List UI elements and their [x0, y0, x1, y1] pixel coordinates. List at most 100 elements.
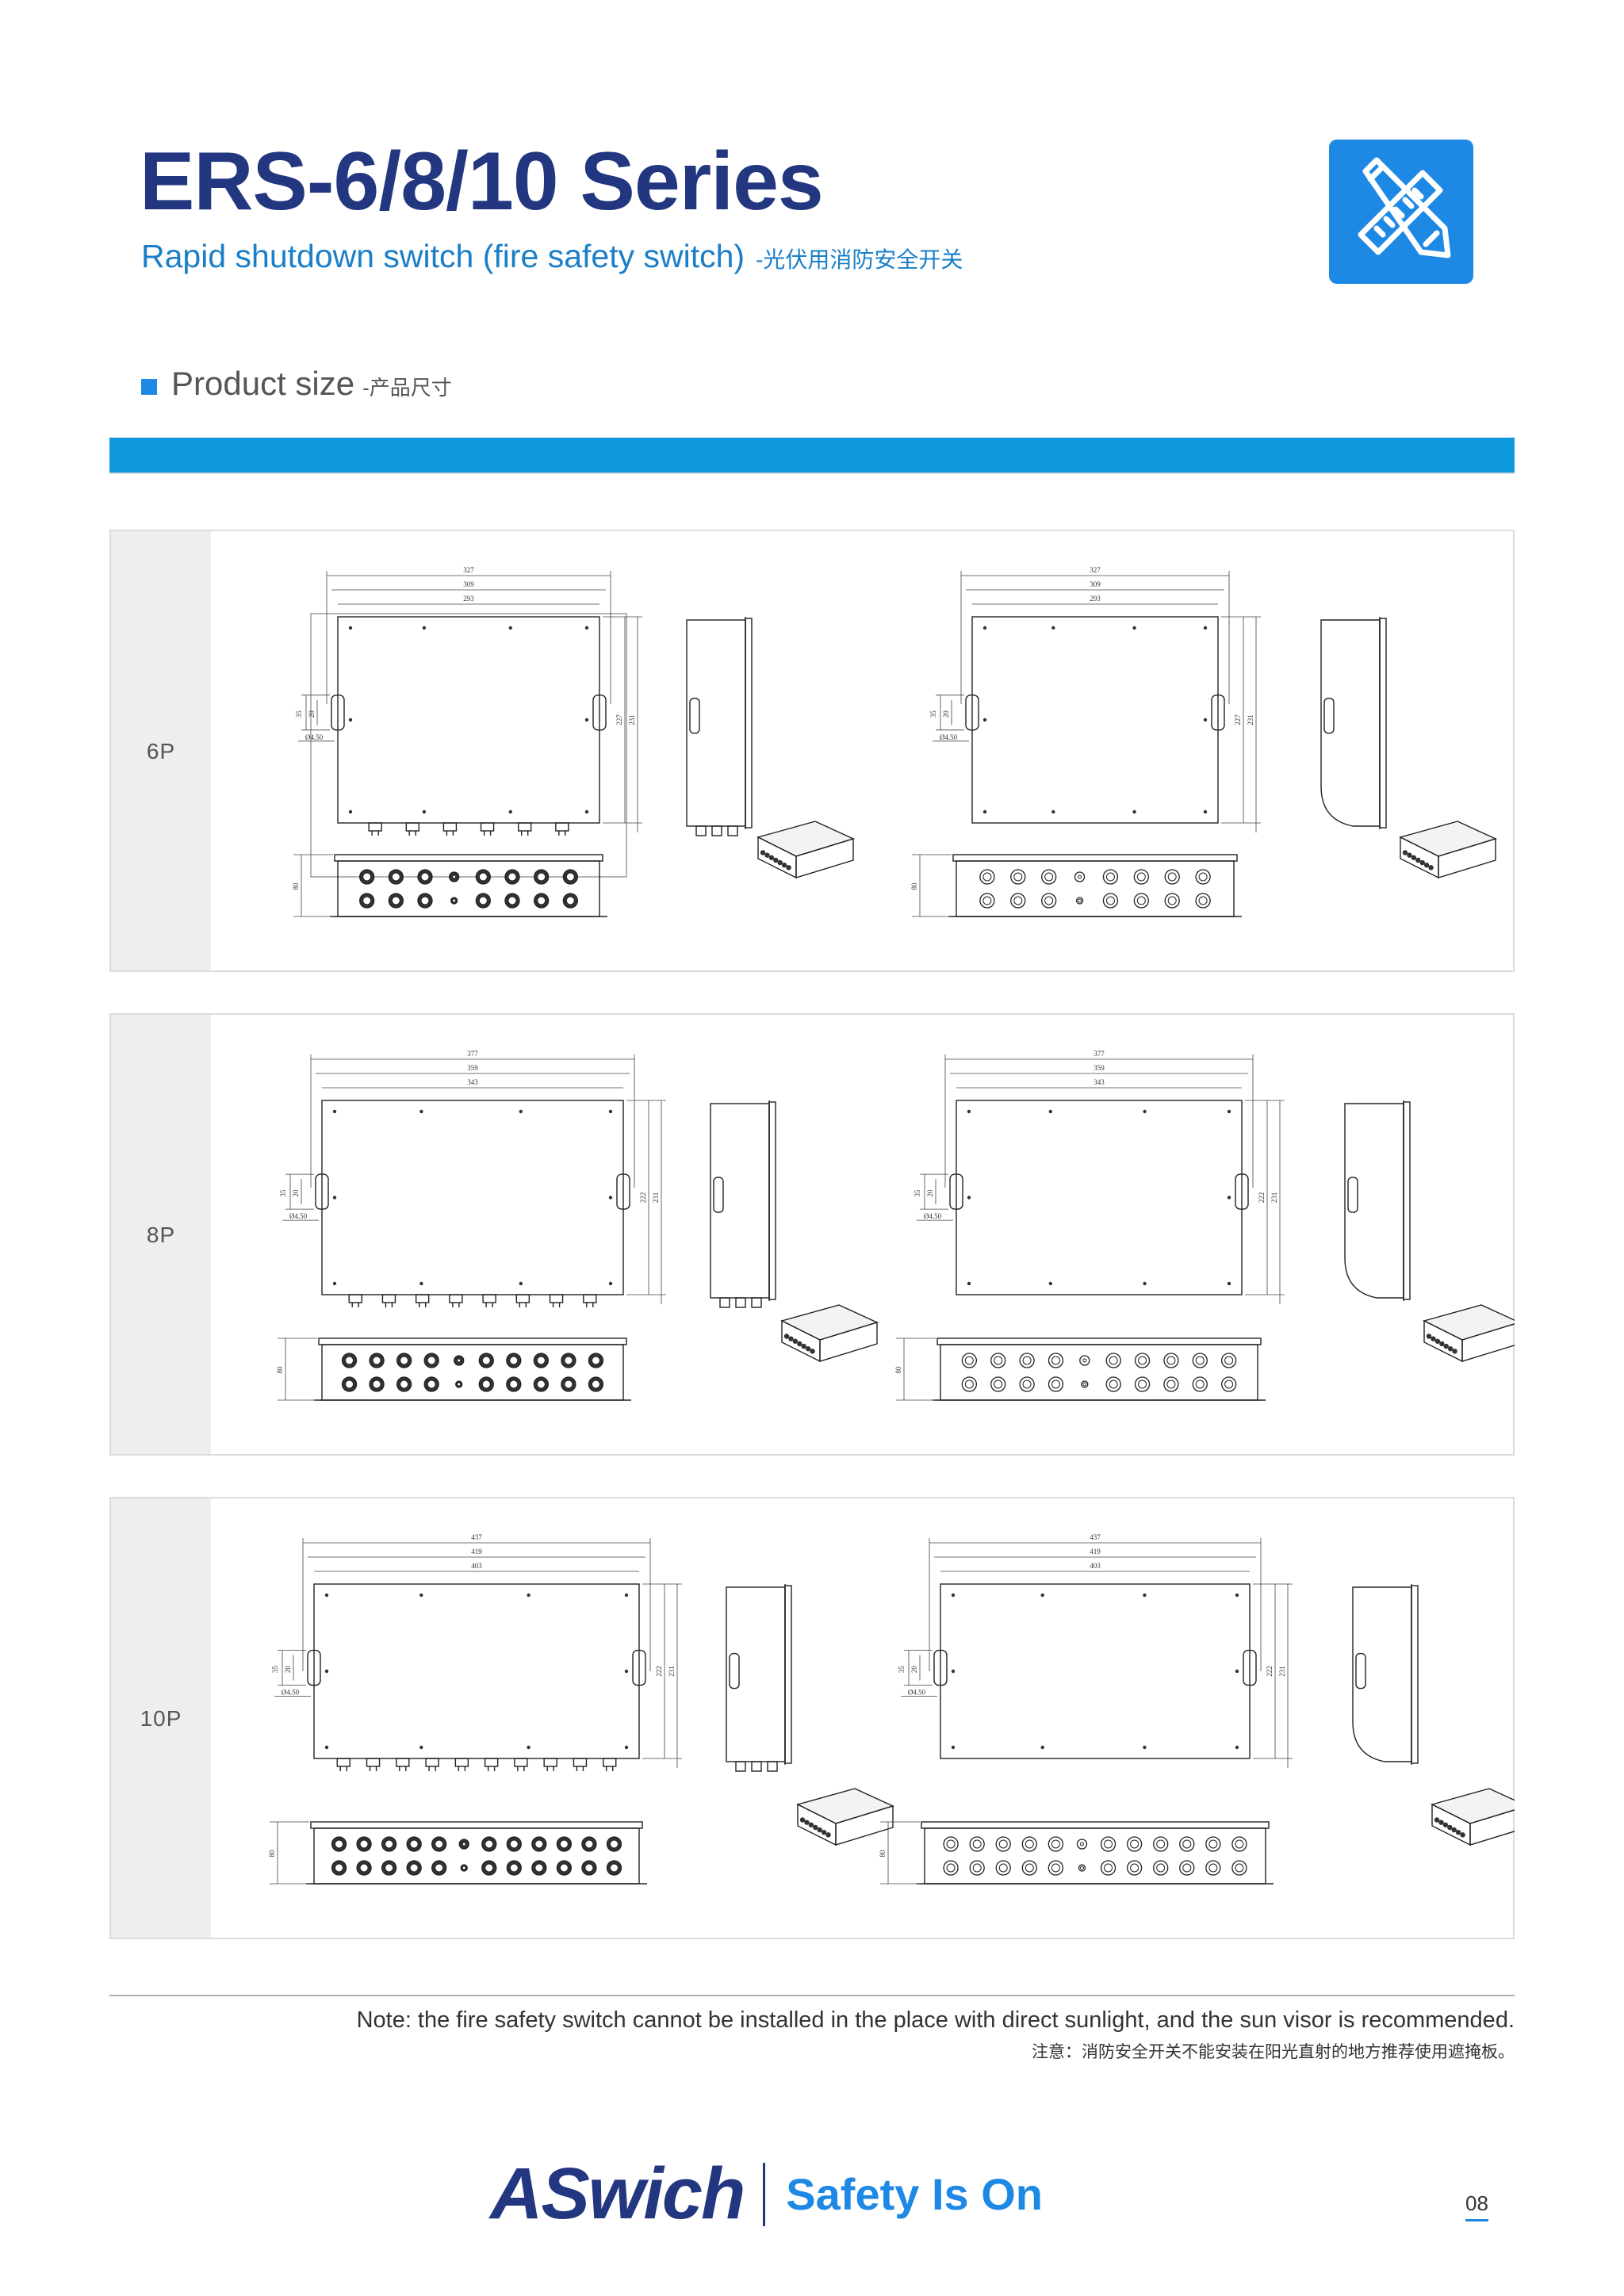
gland-inner	[559, 1863, 569, 1873]
cable-gland	[1019, 1353, 1035, 1368]
mc4-connector	[751, 1761, 762, 1772]
gland-inner	[1208, 1839, 1218, 1849]
gland-inner	[1022, 1356, 1032, 1365]
panel-label-column	[111, 531, 211, 970]
dimension-label: 35	[929, 710, 937, 718]
dimension-label: 231	[668, 1666, 676, 1677]
mc4-connector	[482, 1294, 496, 1303]
cable-gland	[1439, 1341, 1445, 1347]
lid	[745, 618, 753, 828]
gland-inner	[452, 898, 457, 903]
gland-inner	[1224, 1356, 1234, 1365]
mc4-connector	[695, 825, 707, 836]
gland-inner	[420, 896, 430, 905]
screw	[332, 1109, 337, 1114]
dimension-label: 35	[914, 1189, 921, 1197]
dimension-label: 222	[639, 1192, 647, 1203]
cable-gland	[1153, 1860, 1169, 1876]
enclosure-lid	[952, 854, 1238, 862]
mounting-tab	[1355, 1652, 1366, 1689]
mc4-connector	[381, 1294, 396, 1303]
screw	[422, 809, 427, 814]
section-title-en: Product size	[171, 365, 355, 402]
gland-inner	[391, 896, 400, 905]
dimension-label: 35	[271, 1666, 279, 1674]
gland-inner	[409, 1839, 419, 1849]
dimension-label: 222	[1258, 1192, 1266, 1203]
gland-inner	[1105, 896, 1115, 905]
screw	[951, 1745, 956, 1750]
gland-inner	[481, 1356, 491, 1365]
screw	[982, 626, 987, 630]
dimension-label: 35	[295, 710, 303, 718]
cable-gland	[1192, 1353, 1208, 1368]
mc4-connector	[549, 1294, 564, 1303]
cable-gland	[1423, 863, 1430, 868]
screw	[1203, 718, 1208, 722]
note-chinese: 注意：消防安全开关不能安装在阳光直射的地方推荐使用遮掩板。	[1032, 2043, 1515, 2061]
outline-frame	[310, 613, 627, 878]
cable-gland	[777, 859, 783, 866]
mounting-tab	[933, 1649, 948, 1686]
cable-gland	[773, 857, 779, 863]
gland-inner	[462, 1866, 466, 1870]
subtitle-en: Rapid shutdown switch (fire safety switc…	[141, 238, 745, 274]
gland-inner	[1130, 1839, 1139, 1849]
dimension-label: 80	[894, 1366, 902, 1374]
gland-inner	[591, 1356, 600, 1365]
cable-gland	[1048, 1376, 1064, 1392]
note-divider	[109, 1995, 1515, 1996]
enclosure-front	[321, 1100, 624, 1295]
brand-separator	[763, 2162, 766, 2226]
screw	[1051, 626, 1055, 630]
gland-inner	[537, 896, 546, 905]
gland-inner	[1182, 1839, 1192, 1849]
mounting-tab	[632, 1649, 646, 1686]
gland-inner	[994, 1356, 1003, 1365]
screw	[332, 1196, 337, 1200]
cable-gland	[1415, 857, 1421, 863]
cable-gland	[979, 893, 995, 909]
mounting-tab	[729, 1652, 740, 1689]
gland-inner	[427, 1380, 436, 1389]
mc4-connector	[751, 1297, 762, 1308]
enclosure-side	[1344, 1103, 1404, 1299]
cable-gland	[1231, 1836, 1247, 1852]
panel-label-column	[111, 1498, 211, 1938]
dimension-label: 327	[463, 566, 474, 574]
dimension-label: Ø4.50	[289, 1212, 308, 1220]
cable-gland	[943, 1836, 959, 1852]
dimension-label: 20	[292, 1189, 300, 1197]
enclosure-front	[337, 616, 600, 824]
cable-gland	[1442, 1822, 1449, 1827]
dimension-label: 403	[471, 1562, 482, 1570]
screw	[608, 1281, 613, 1286]
gland-inner	[1022, 1380, 1032, 1389]
gland-inner	[362, 872, 372, 882]
gland-inner	[435, 1863, 444, 1873]
mc4-connector	[518, 822, 532, 832]
cable-gland	[764, 852, 770, 858]
screw	[422, 626, 427, 630]
gland-inner	[1156, 1863, 1166, 1873]
dimension-label: 403	[1090, 1562, 1101, 1570]
mc4-connector	[405, 822, 419, 832]
gland-inner	[1104, 1839, 1113, 1849]
cable-gland	[1021, 1860, 1037, 1876]
dimension-label: 293	[1090, 595, 1101, 603]
enclosure-lid	[310, 1821, 643, 1829]
dimension-label: 80	[910, 882, 918, 890]
gland-inner	[609, 1839, 619, 1849]
screw	[527, 1593, 530, 1598]
dimension-label: 80	[292, 882, 300, 890]
cable-gland	[1205, 1836, 1221, 1852]
dimension-label: 20	[284, 1666, 292, 1674]
screw	[348, 809, 353, 814]
cable-gland	[1153, 1836, 1169, 1852]
cable-gland	[808, 1822, 814, 1827]
cable-gland	[1452, 1349, 1457, 1354]
cable-gland	[1010, 869, 1026, 885]
mc4-connector	[515, 1294, 530, 1303]
